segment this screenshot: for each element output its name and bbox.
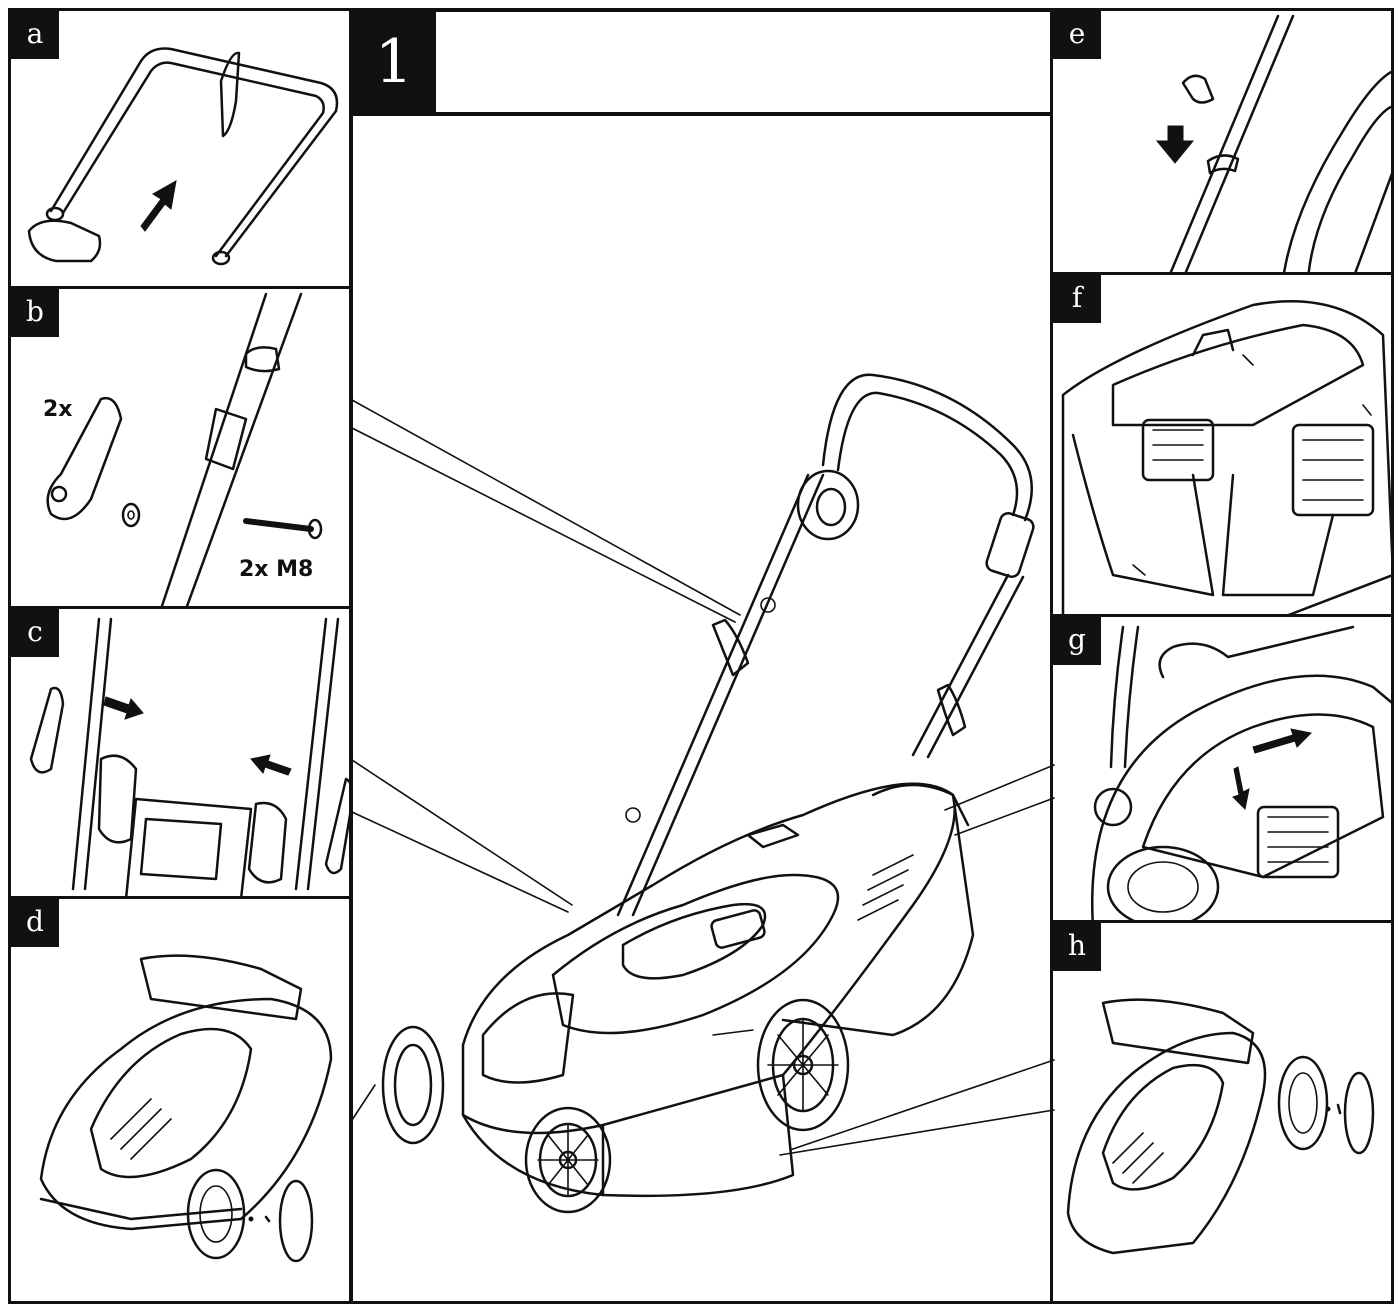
- cable-clip-icon: [1181, 74, 1215, 104]
- arrow-icon: [140, 180, 177, 232]
- wheel-icon: [1106, 845, 1220, 921]
- clamp-lever-icon: [324, 777, 349, 875]
- switch-box-icon: [219, 51, 241, 138]
- panel-b: b 2x 2x M8: [8, 286, 352, 610]
- lawn-mower-icon: [1066, 998, 1267, 1255]
- wheel-cap-icon: [278, 1179, 314, 1263]
- main-header-bar: [350, 8, 1054, 116]
- lawn-mower-icon: [39, 954, 333, 1231]
- panel-b-letter: b: [11, 289, 59, 337]
- main-illustration-panel: [350, 112, 1054, 1304]
- wheel-icon: [756, 998, 850, 1132]
- panel-c-letter: c: [11, 609, 59, 657]
- wheel-icon: [186, 1168, 246, 1260]
- wheel-icon: [1277, 1055, 1329, 1151]
- arrow-icon: [1252, 728, 1313, 754]
- clamp-lever-icon: [46, 396, 123, 521]
- grass-box-icon: [1061, 300, 1391, 615]
- wheel-icon: [524, 1106, 612, 1214]
- cable-clip-icon: [244, 346, 281, 373]
- clamp-lever-icon: [27, 219, 102, 263]
- arrow-icon: [1155, 125, 1195, 164]
- panel-f-letter: f: [1053, 275, 1101, 323]
- panel-a-letter: a: [11, 11, 59, 59]
- panel-g: g: [1050, 614, 1394, 924]
- panel-c: c: [8, 606, 352, 900]
- panel-d-letter: d: [11, 899, 59, 947]
- lawn-mower-icon: [381, 373, 1035, 1214]
- qty-label-bolt: 2x M8: [239, 557, 314, 582]
- panel-d: d: [8, 896, 352, 1304]
- washer-icon: [121, 502, 141, 528]
- panel-a: a: [8, 8, 352, 290]
- wheel-cap-icon: [1343, 1071, 1375, 1155]
- arrow-icon: [1232, 766, 1250, 811]
- qty-label-lever: 2x: [43, 397, 73, 422]
- panel-h-letter: h: [1053, 923, 1101, 971]
- arrow-icon: [103, 696, 144, 720]
- clamp-lever-icon: [29, 686, 65, 774]
- panel-f: f: [1050, 272, 1394, 618]
- panel-e-letter: e: [1053, 11, 1101, 59]
- bolt-icon: [243, 518, 323, 540]
- arrow-icon: [250, 754, 292, 776]
- panel-h: h: [1050, 920, 1394, 1304]
- cable-clip-icon: [1206, 154, 1240, 175]
- clamp-knob-icon: [1093, 787, 1133, 827]
- handle-frame-icon: [45, 47, 339, 266]
- panel-g-letter: g: [1053, 617, 1101, 665]
- panel-e: e: [1050, 8, 1394, 276]
- step-number: 1: [352, 12, 436, 116]
